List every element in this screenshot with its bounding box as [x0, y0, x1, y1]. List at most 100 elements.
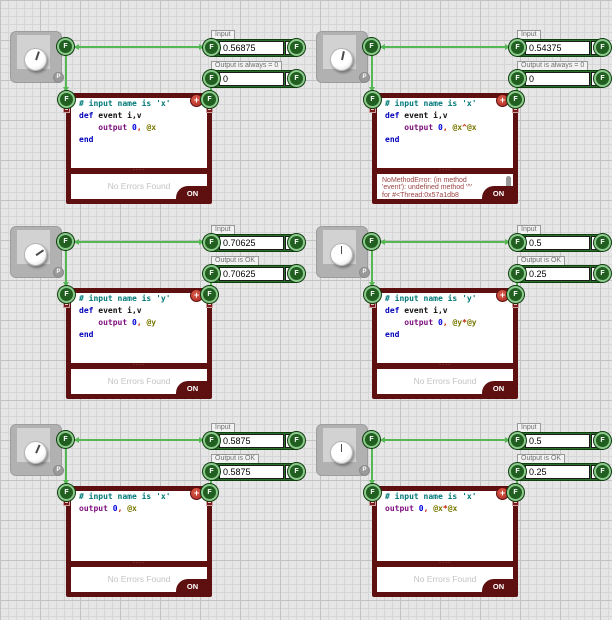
code-block: # input name is 'x'def event i,v output … [58, 91, 218, 204]
code-token: * [462, 318, 467, 327]
f-connector-icon[interactable]: F [203, 265, 220, 282]
divider-handle[interactable]: ···· [133, 362, 145, 368]
knob[interactable] [24, 48, 47, 71]
f-connector-icon[interactable]: F [364, 91, 381, 108]
divider-handle[interactable]: ···· [439, 362, 451, 368]
f-connector-icon[interactable]: F [201, 91, 218, 108]
output-value-field[interactable]: 0.5875 [219, 465, 284, 479]
f-connector-icon[interactable]: F [594, 39, 611, 56]
on-toggle[interactable]: ON [482, 381, 515, 396]
f-connector-icon[interactable]: F [363, 38, 380, 55]
code-token: @y [146, 318, 157, 327]
f-connector-icon[interactable]: F [203, 432, 220, 449]
f-connector-icon[interactable]: F [594, 463, 611, 480]
input-value-box: F 0.56875 F [203, 39, 305, 57]
code-token: output [404, 318, 434, 327]
f-connector-icon[interactable]: F [288, 39, 305, 56]
code-line: output 0, @x^@x [385, 122, 513, 134]
code-token: 0 [438, 318, 443, 327]
code-editor[interactable]: # input name is 'x'def event i,v output … [377, 98, 513, 168]
f-connector-icon[interactable]: F [509, 39, 526, 56]
output-value-field[interactable]: 0.25 [525, 267, 590, 281]
f-connector-icon[interactable]: F [57, 233, 74, 250]
f-connector-icon[interactable]: F [57, 38, 74, 55]
f-connector-icon[interactable]: F [509, 265, 526, 282]
wire-arrow-left-icon [380, 44, 385, 50]
f-connector-icon[interactable]: F [203, 234, 220, 251]
code-editor[interactable]: # input name is 'y'def event i,v output … [377, 293, 513, 363]
output-value-field[interactable]: 0 [219, 72, 284, 86]
divider-handle[interactable]: ···· [133, 167, 145, 173]
f-connector-icon[interactable]: F [288, 265, 305, 282]
knob[interactable] [24, 243, 47, 266]
output-value-field[interactable]: 0 [525, 72, 590, 86]
f-connector-icon[interactable]: F [507, 484, 524, 501]
input-value-field[interactable]: 0.54375 [525, 41, 590, 55]
code-editor[interactable]: # input name is 'x'output 0, @x [71, 491, 207, 561]
output-value-field[interactable]: 0.25 [525, 465, 590, 479]
knob[interactable] [330, 48, 353, 71]
f-connector-icon[interactable]: F [288, 234, 305, 251]
f-connector-icon[interactable]: F [594, 234, 611, 251]
code-line: output 0, @y [79, 317, 207, 329]
input-value-field[interactable]: 0.5 [525, 236, 590, 250]
scrollbar-thumb[interactable] [506, 176, 511, 192]
code-token: , [136, 318, 142, 327]
knob[interactable] [24, 441, 47, 464]
knob[interactable] [330, 441, 353, 464]
code-token: ^ [462, 123, 467, 132]
f-connector-icon[interactable]: F [203, 39, 220, 56]
f-connector-icon[interactable]: F [288, 70, 305, 87]
f-connector-icon[interactable]: F [509, 70, 526, 87]
f-connector-icon[interactable]: F [509, 234, 526, 251]
divider-handle[interactable]: ···· [133, 560, 145, 566]
wire-knob-to-code [371, 52, 373, 92]
wire-arrow-down-icon [63, 282, 69, 287]
on-toggle[interactable]: ON [176, 381, 209, 396]
f-connector-icon[interactable]: F [509, 432, 526, 449]
f-connector-icon[interactable]: F [288, 432, 305, 449]
on-toggle[interactable]: ON [176, 579, 209, 594]
code-token: end [79, 330, 94, 339]
knob-pointer-icon [34, 50, 40, 60]
code-editor[interactable]: # input name is 'x'def event i,v output … [71, 98, 207, 168]
f-connector-icon[interactable]: F [58, 484, 75, 501]
no-errors-text: No Errors Found [413, 376, 477, 386]
f-connector-icon[interactable]: F [594, 70, 611, 87]
divider-handle[interactable]: ···· [439, 560, 451, 566]
on-toggle[interactable]: ON [176, 186, 209, 201]
f-connector-icon[interactable]: F [201, 286, 218, 303]
f-connector-icon[interactable]: F [57, 431, 74, 448]
f-connector-icon[interactable]: F [363, 233, 380, 250]
code-block: # input name is 'y'def event i,v output … [58, 286, 218, 399]
code-editor[interactable]: # input name is 'y'def event i,v output … [71, 293, 207, 363]
input-value-field[interactable]: 0.5875 [219, 434, 284, 448]
f-connector-icon[interactable]: F [364, 286, 381, 303]
f-connector-icon[interactable]: F [58, 91, 75, 108]
code-editor[interactable]: # input name is 'x'output 0, @x*@x [377, 491, 513, 561]
knob[interactable] [330, 243, 353, 266]
f-connector-icon[interactable]: F [364, 484, 381, 501]
wire-knob-to-input [73, 439, 205, 441]
f-connector-icon[interactable]: F [288, 463, 305, 480]
f-connector-icon[interactable]: F [507, 91, 524, 108]
input-value-field[interactable]: 0.70625 [219, 236, 284, 250]
f-connector-icon[interactable]: F [201, 484, 218, 501]
f-connector-icon[interactable]: F [594, 265, 611, 282]
f-connector-icon[interactable]: F [363, 431, 380, 448]
output-value-field[interactable]: 0.70625 [219, 267, 284, 281]
f-connector-icon[interactable]: F [507, 286, 524, 303]
f-connector-icon[interactable]: F [203, 70, 220, 87]
input-value-field[interactable]: 0.56875 [219, 41, 284, 55]
f-connector-icon[interactable]: F [203, 463, 220, 480]
on-toggle[interactable]: ON [482, 186, 515, 201]
f-connector-icon[interactable]: F [509, 463, 526, 480]
divider-handle[interactable]: ···· [439, 167, 451, 173]
wire-knob-to-code [65, 445, 67, 485]
input-value-field[interactable]: 0.5 [525, 434, 590, 448]
code-token: # input name is 'x' [79, 492, 171, 501]
f-connector-icon[interactable]: F [594, 432, 611, 449]
script-module-top-right: P F Input F 0.54375 F Output is always =… [306, 0, 612, 205]
on-toggle[interactable]: ON [482, 579, 515, 594]
f-connector-icon[interactable]: F [58, 286, 75, 303]
